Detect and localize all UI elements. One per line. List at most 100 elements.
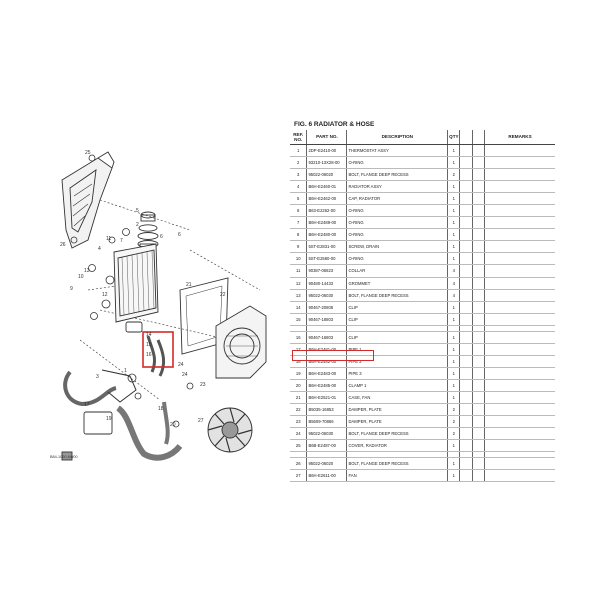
part-no-cell: B6H-E2485-00: [306, 379, 348, 392]
empty-cell: [472, 427, 486, 441]
empty-cell: [459, 252, 473, 266]
description-cell: CLAMP 1: [346, 379, 449, 392]
remarks-cell: [484, 289, 555, 302]
empty-cell: [459, 192, 473, 206]
qty-cell: 1: [447, 192, 461, 206]
part-no-cell: B6H-E2489-00: [306, 216, 348, 230]
empty-cell: [459, 240, 473, 254]
description-cell: BOLT, FLANGE DEEP RECESS: [346, 427, 449, 441]
remarks-cell: [484, 367, 555, 380]
remarks-cell: [484, 240, 555, 254]
part-no-cell: B6H-E2462-00: [306, 192, 348, 206]
ref-cell: 18: [290, 355, 308, 368]
highlight-box-diagram: [142, 331, 174, 368]
empty-cell: [472, 367, 486, 380]
qty-cell: 2: [447, 403, 461, 417]
remarks-cell: [484, 439, 555, 453]
remarks-cell: [484, 415, 555, 429]
callout-label: 20: [170, 422, 176, 428]
empty-cell: [459, 264, 473, 278]
part-no-cell: B6H-E2483-00: [306, 367, 348, 380]
callout-label: 17: [84, 402, 90, 408]
radiator-cover-part: [61, 151, 115, 249]
qty-cell: 2: [447, 415, 461, 429]
part-no-cell: 90480-14433: [306, 277, 348, 290]
empty-cell: [459, 331, 473, 344]
empty-cell: [459, 228, 473, 242]
ref-cell: 17: [290, 343, 308, 356]
callout-label: 16: [146, 352, 152, 358]
empty-cell: [472, 144, 486, 158]
empty-cell: [472, 403, 486, 417]
empty-cell: [472, 457, 486, 471]
ref-cell: 5: [290, 192, 308, 206]
empty-cell: [472, 156, 486, 170]
empty-cell: [472, 415, 486, 429]
part-no-cell: 90387-06823: [306, 264, 348, 278]
part-no-cell: 5ST-E2831-00: [306, 240, 348, 254]
empty-cell: [472, 252, 486, 266]
ref-cell: 22: [290, 403, 308, 417]
ref-cell: 1: [290, 144, 308, 158]
qty-cell: [447, 451, 461, 459]
ref-cell: 3: [290, 168, 308, 182]
part-no-cell: B6H-E2482-00: [306, 355, 348, 368]
callout-label: 24: [182, 372, 188, 378]
hose-assembly-part: [61, 369, 183, 461]
description-cell: CAP, RADIATOR: [346, 192, 449, 206]
qty-cell: 1: [447, 331, 461, 344]
ref-cell: 15: [290, 313, 308, 326]
callout-label: 3: [96, 374, 99, 380]
remarks-cell: [484, 355, 555, 368]
qty-cell: 1: [447, 240, 461, 254]
ref-cell: 14: [290, 301, 308, 314]
description-cell: CASE, FAN: [346, 391, 449, 404]
table-header-row: REF. NO. PART NO. DESCRIPTION QTY REMARK…: [290, 130, 555, 145]
description-cell: PIPE 1: [346, 343, 449, 356]
table-spacer-row: [290, 325, 555, 332]
empty-cell: [472, 168, 486, 182]
qty-cell: 1: [447, 379, 461, 392]
part-no-cell: B5609-70866: [306, 415, 348, 429]
description-cell: O-RING: [346, 204, 449, 218]
ref-cell: [290, 325, 308, 332]
empty-cell: [472, 439, 486, 453]
empty-cell: [459, 301, 473, 314]
ref-cell: 2: [290, 156, 308, 170]
callout-label: 12: [102, 292, 108, 298]
callout-label: 21: [186, 282, 192, 288]
part-no-cell: [306, 451, 348, 459]
part-no-cell: B6H-E2480-00: [306, 228, 348, 242]
description-cell: CLIP: [346, 313, 449, 326]
description-cell: CLIP: [346, 331, 449, 344]
empty-cell: [472, 313, 486, 326]
description-cell: PIPE 2: [346, 355, 449, 368]
ref-cell: 16: [290, 331, 308, 344]
empty-cell: [459, 216, 473, 230]
description-cell: O-RING: [346, 216, 449, 230]
remarks-cell: [484, 451, 555, 459]
empty-cell: [459, 457, 473, 471]
qty-cell: 1: [447, 252, 461, 266]
qty-cell: 1: [447, 355, 461, 368]
remarks-cell: [484, 192, 555, 206]
empty-cell: [472, 204, 486, 218]
empty-cell: [459, 451, 473, 459]
description-cell: BOLT, FLANGE DEEP RECESS: [346, 289, 449, 302]
ref-cell: 23: [290, 415, 308, 429]
diagram-code: B84-1000-6W00: [50, 455, 78, 459]
description-cell: [346, 451, 449, 459]
